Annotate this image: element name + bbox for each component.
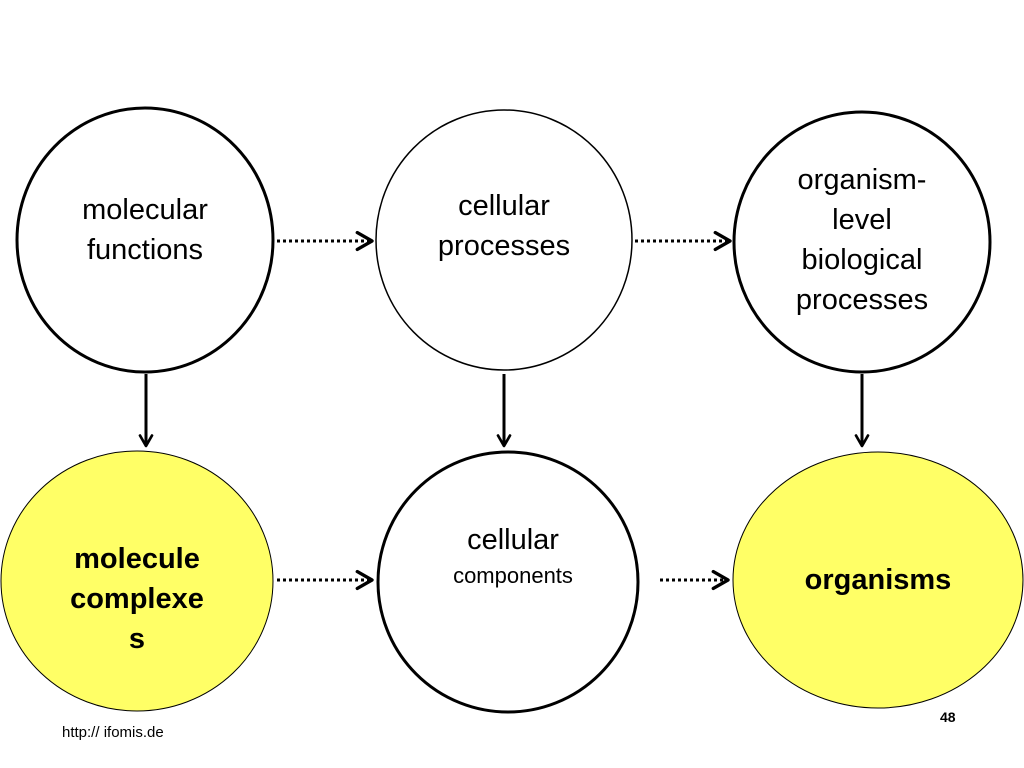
organisms-circle <box>732 451 1024 709</box>
molecule-complexes-line-2: complexe <box>70 583 204 615</box>
cellular-processes-line-2: processes <box>437 230 571 262</box>
cellular-processes-line-1: cellular <box>458 190 550 222</box>
molecular-functions-circle <box>15 106 275 374</box>
organism-level-label: organism- level biological processes <box>752 158 972 322</box>
footer-url[interactable]: http:// ifomis.de <box>62 724 164 741</box>
organisms-line-1: organisms <box>804 564 952 596</box>
slide-number: 48 <box>940 709 956 725</box>
cellular-components-line-1: cellular <box>467 524 559 556</box>
organism-level-line-4: processes <box>795 284 929 316</box>
cellular-processes-label: cellular processes <box>399 176 609 276</box>
organism-level-line-1: organism- <box>797 164 927 196</box>
molecular-functions-label: molecular functions <box>40 180 250 280</box>
organism-level-circle <box>732 110 992 374</box>
molecular-functions-line-2: functions <box>86 234 204 266</box>
organisms-label: organisms <box>768 558 988 602</box>
molecule-complexes-label: molecule complexe s <box>32 537 242 661</box>
molecule-complexes-line-3: s <box>128 623 146 655</box>
molecule-complexes-line-1: molecule <box>74 543 200 575</box>
organism-level-line-2: level <box>832 204 892 236</box>
cellular-components-line-2: components <box>453 563 573 588</box>
cellular-components-circle <box>376 450 640 714</box>
cellular-processes-circle <box>375 109 633 371</box>
molecule-complexes-circle <box>0 450 274 712</box>
cellular-components-label: cellular components <box>403 516 623 596</box>
organism-level-line-3: biological <box>801 244 923 276</box>
molecular-functions-line-1: molecular <box>82 194 208 226</box>
